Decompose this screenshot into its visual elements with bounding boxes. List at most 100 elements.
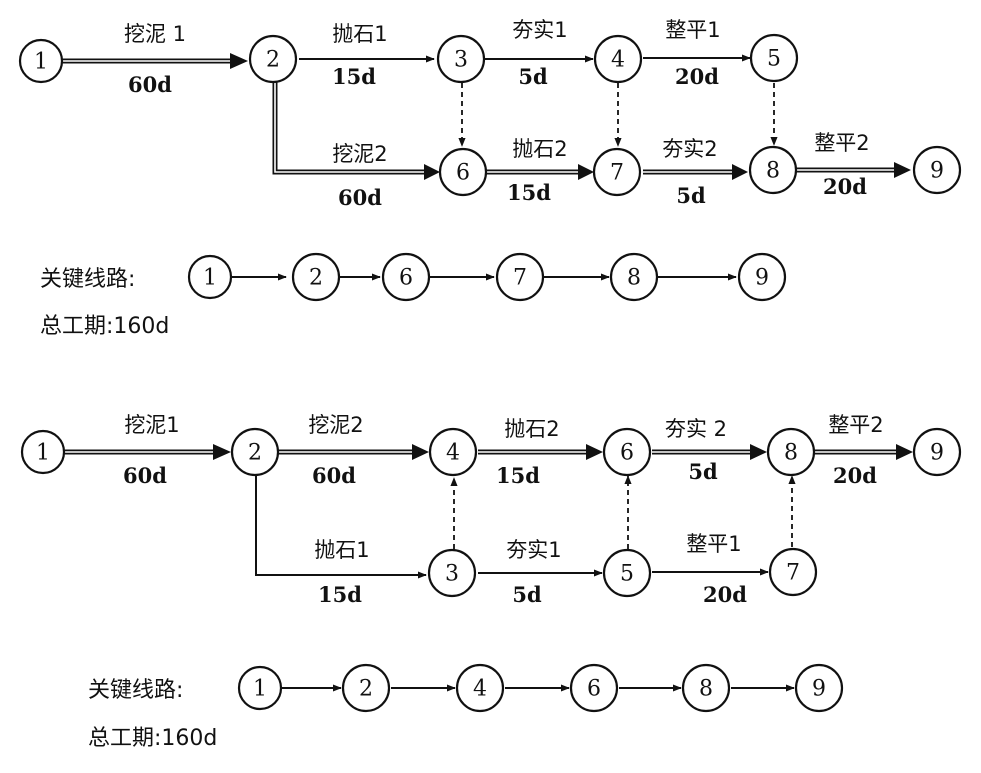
activity-duration: 20d (703, 582, 747, 607)
svg-text:8: 8 (627, 266, 641, 291)
node-3: 3 (436, 34, 486, 84)
svg-text:6: 6 (456, 161, 470, 186)
svg-text:7: 7 (610, 161, 624, 186)
node-8: 8 (748, 145, 798, 195)
node-7: 7 (768, 547, 818, 597)
activity-2-6: 挖泥2 60d (272, 82, 440, 210)
svg-text:5: 5 (620, 562, 634, 587)
svg-text:7: 7 (786, 561, 800, 586)
path-node: 8 (609, 252, 659, 302)
activity-label: 挖泥2 (332, 142, 387, 166)
node-3: 3 (427, 548, 477, 598)
activity-duration: 60d (338, 185, 382, 210)
activity-duration: 15d (332, 64, 376, 89)
svg-text:6: 6 (399, 266, 413, 291)
node-9: 9 (912, 145, 962, 195)
svg-text:6: 6 (620, 441, 634, 466)
node-1: 1 (20, 429, 66, 475)
svg-text:2: 2 (309, 266, 323, 291)
activity-label: 夯实2 (662, 137, 717, 161)
svg-text:9: 9 (930, 441, 944, 466)
path-node: 4 (455, 663, 505, 713)
path-node: 8 (681, 663, 731, 713)
activity-1-2: 挖泥1 60d (64, 413, 231, 488)
activity-label: 抛石1 (314, 538, 369, 562)
activity-3-4: 夯实1 5d (485, 18, 594, 89)
activity-duration: 5d (512, 582, 542, 607)
activity-2-4: 挖泥2 60d (277, 413, 429, 488)
activity-duration: 20d (675, 64, 719, 89)
svg-text:3: 3 (445, 562, 459, 587)
diagram-1: 挖泥 1 60d 抛石1 15d 夯实1 5d 整平1 20d 挖泥2 60d (18, 18, 962, 339)
activity-label: 整平2 (828, 413, 883, 437)
path-node: 9 (794, 663, 844, 713)
svg-text:9: 9 (930, 159, 944, 184)
path-node: 9 (737, 252, 787, 302)
critical-path-label: 关键线路: (88, 678, 183, 703)
svg-text:3: 3 (454, 48, 468, 73)
activity-label: 挖泥 1 (124, 22, 186, 46)
activity-label: 抛石2 (512, 137, 567, 161)
activity-5-7: 整平1 20d (652, 532, 769, 607)
activity-duration: 5d (688, 459, 718, 484)
path-node: 1 (187, 254, 233, 300)
diagram-2: 挖泥1 60d 挖泥2 60d 抛石2 15d 夯实 2 5d (20, 413, 962, 751)
node-8: 8 (766, 427, 816, 477)
svg-text:8: 8 (784, 441, 798, 466)
activity-duration: 60d (123, 463, 167, 488)
activity-label: 夯实1 (506, 538, 561, 562)
critical-path-1: 关键线路: 1 2 6 7 8 9 总工期:160d (40, 252, 787, 339)
svg-text:9: 9 (755, 266, 769, 291)
activity-7-8: 夯实2 5d (643, 137, 748, 208)
activity-duration: 5d (676, 183, 706, 208)
path-node: 6 (381, 252, 431, 302)
activity-2-3: 抛石1 15d (299, 22, 435, 89)
activity-label: 夯实1 (512, 18, 567, 42)
activity-label: 整平2 (814, 131, 869, 155)
activity-duration: 5d (518, 64, 548, 89)
activity-duration: 20d (833, 463, 877, 488)
svg-text:8: 8 (699, 677, 713, 702)
activity-duration: 15d (318, 582, 362, 607)
total-duration: 总工期:160d (88, 726, 217, 751)
path-node: 2 (291, 252, 341, 302)
node-7: 7 (592, 147, 642, 197)
node-6: 6 (602, 427, 652, 477)
activity-1-2: 挖泥 1 60d (62, 22, 248, 97)
activity-duration: 15d (496, 463, 540, 488)
activity-label: 抛石2 (504, 417, 559, 441)
node-2: 2 (248, 34, 298, 84)
total-duration: 总工期:160d (40, 314, 169, 339)
activity-duration: 20d (823, 174, 867, 199)
svg-text:2: 2 (359, 677, 373, 702)
node-6: 6 (438, 147, 488, 197)
path-node: 2 (341, 663, 391, 713)
svg-text:4: 4 (473, 677, 487, 702)
critical-path-label: 关键线路: (40, 267, 135, 292)
node-5: 5 (749, 33, 799, 83)
node-5: 5 (602, 548, 652, 598)
svg-text:1: 1 (203, 266, 217, 291)
activity-8-9: 整平2 20d (815, 413, 913, 488)
activity-4-6: 抛石2 15d (478, 417, 603, 488)
activity-label: 整平1 (686, 532, 741, 556)
activity-label: 夯实 2 (665, 417, 727, 441)
path-node: 6 (569, 663, 619, 713)
node-1: 1 (18, 38, 64, 84)
activity-2-3: 抛石1 15d (255, 476, 427, 607)
svg-text:2: 2 (266, 48, 280, 73)
activity-6-8: 夯实 2 5d (652, 417, 767, 484)
svg-text:7: 7 (513, 266, 527, 291)
svg-text:2: 2 (248, 441, 262, 466)
node-4: 4 (593, 34, 643, 84)
node-2: 2 (230, 427, 280, 477)
activity-duration: 60d (312, 463, 356, 488)
activity-6-7: 抛石2 15d (486, 137, 594, 205)
activity-label: 挖泥1 (124, 413, 179, 437)
svg-text:6: 6 (587, 677, 601, 702)
path-node: 1 (237, 665, 283, 711)
activity-4-5: 整平1 20d (643, 18, 751, 89)
svg-text:5: 5 (767, 47, 781, 72)
node-9: 9 (912, 427, 962, 477)
